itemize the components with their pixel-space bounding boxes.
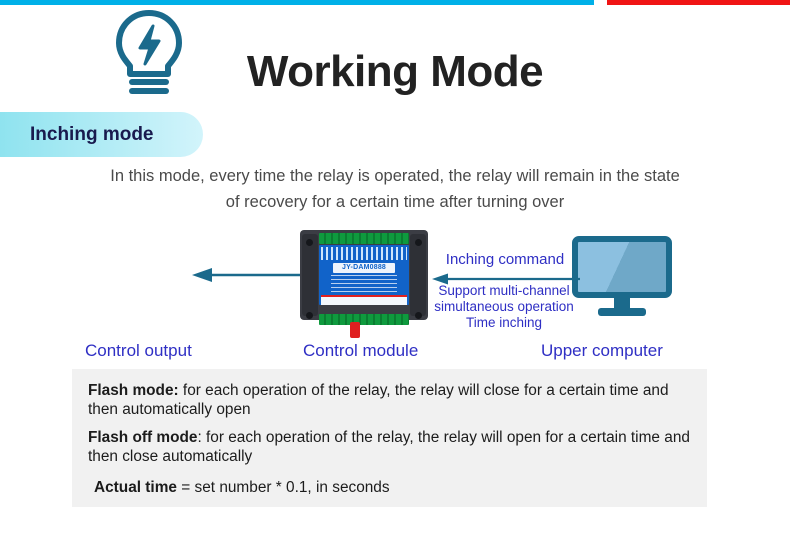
command-arrow-left-icon bbox=[432, 272, 580, 286]
info-flash-mode-term: Flash mode: bbox=[88, 382, 179, 399]
info-flash-off-mode: Flash off mode: for each operation of th… bbox=[88, 428, 691, 466]
caption-control-output: Control output bbox=[85, 341, 192, 360]
mode-badge: Inching mode bbox=[0, 112, 203, 157]
module-terminal-top bbox=[319, 233, 409, 244]
module-screw-hole bbox=[306, 312, 313, 319]
module-pin-strip bbox=[321, 247, 407, 260]
inching-command-label: Inching command bbox=[445, 251, 565, 268]
module-terminal-bottom bbox=[319, 314, 409, 325]
info-flash-off-mode-text: : for each operation of the relay, the r… bbox=[88, 429, 690, 465]
monitor-base bbox=[598, 308, 646, 316]
module-red-divider bbox=[321, 295, 407, 297]
module-red-connector bbox=[350, 322, 360, 338]
module-screw-hole bbox=[306, 239, 313, 246]
control-module-icon: JY-DAM0888 bbox=[300, 230, 428, 338]
module-board-text-lines bbox=[331, 275, 397, 293]
top-accent-bar-gap bbox=[594, 0, 607, 5]
info-flash-off-mode-term: Flash off mode bbox=[88, 429, 198, 446]
info-actual-time-term: Actual time bbox=[94, 479, 177, 496]
monitor-screen bbox=[572, 236, 672, 298]
module-mount-left bbox=[302, 234, 318, 316]
module-board: JY-DAM0888 bbox=[319, 245, 409, 305]
arrow-left-icon bbox=[192, 265, 300, 285]
support-note-line: simultaneous operation bbox=[434, 299, 574, 314]
info-actual-time-text: = set number * 0.1, in seconds bbox=[176, 479, 390, 496]
module-mount-right bbox=[410, 234, 426, 316]
info-box: Flash mode: for each operation of the re… bbox=[72, 369, 707, 507]
top-accent-bar-cyan bbox=[0, 0, 594, 5]
info-actual-time: Actual time = set number * 0.1, in secon… bbox=[88, 478, 691, 497]
monitor-icon bbox=[572, 236, 672, 318]
lightbulb-icon bbox=[112, 8, 186, 100]
caption-control-module: Control module bbox=[303, 341, 419, 360]
top-accent-bar-red bbox=[607, 0, 790, 5]
mode-badge-label: Inching mode bbox=[30, 123, 154, 145]
info-flash-mode-text: for each operation of the relay, the rel… bbox=[88, 382, 669, 418]
support-note-line: Support multi-channel bbox=[438, 283, 570, 298]
support-note-line: Time inching bbox=[465, 315, 543, 330]
module-screw-hole bbox=[415, 239, 422, 246]
module-board-label: JY-DAM0888 bbox=[333, 263, 395, 273]
page-title: Working Mode bbox=[246, 47, 544, 96]
monitor-neck bbox=[614, 298, 630, 309]
diagram-captions: Control output Control module Upper comp… bbox=[0, 341, 790, 367]
mode-description: In this mode, every time the relay is op… bbox=[110, 167, 680, 211]
caption-upper-computer: Upper computer bbox=[541, 341, 663, 360]
module-white-footer bbox=[321, 297, 407, 305]
module-screw-hole bbox=[415, 312, 422, 319]
info-flash-mode: Flash mode: for each operation of the re… bbox=[88, 381, 691, 419]
top-accent-bar bbox=[0, 0, 790, 5]
support-notes: Support multi-channel simultaneous opera… bbox=[418, 283, 590, 331]
